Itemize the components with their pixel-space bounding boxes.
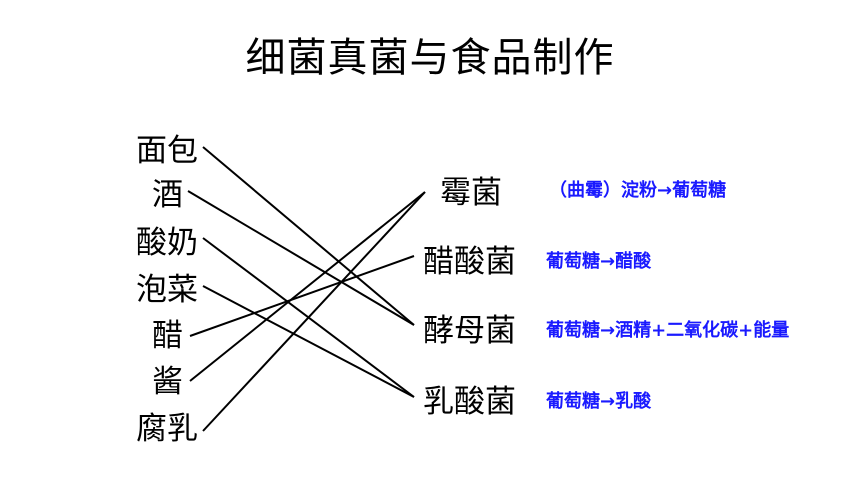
page-title: 细菌真菌与食品制作	[245, 35, 615, 81]
microbe-mold: 霉菌	[440, 175, 502, 211]
food-wine: 酒	[152, 177, 183, 213]
process-mold: （曲霉）淀粉→葡萄糖	[549, 180, 727, 201]
microbe-lactic-acid-bacteria: 乳酸菌	[423, 384, 516, 420]
food-yogurt: 酸奶	[136, 225, 198, 261]
connection-line-5	[189, 191, 426, 382]
connection-line-0	[202, 146, 415, 326]
connection-line-4	[189, 255, 415, 337]
food-pickles: 泡菜	[136, 272, 198, 308]
process-acetic: 葡萄糖→醋酸	[546, 251, 652, 272]
process-lactic: 葡萄糖→乳酸	[546, 391, 652, 412]
food-bread: 面包	[136, 133, 198, 169]
process-yeast: 葡萄糖→酒精+二氧化碳+能量	[546, 320, 790, 341]
microbe-acetic-acid-bacteria: 醋酸菌	[423, 244, 516, 280]
connection-line-3	[202, 285, 415, 398]
connection-line-6	[202, 191, 426, 432]
connection-line-1	[187, 190, 415, 326]
food-sauce: 酱	[152, 364, 183, 400]
food-vinegar: 醋	[152, 318, 183, 354]
microbe-yeast: 酵母菌	[423, 313, 516, 349]
food-fermented-tofu: 腐乳	[136, 411, 198, 447]
